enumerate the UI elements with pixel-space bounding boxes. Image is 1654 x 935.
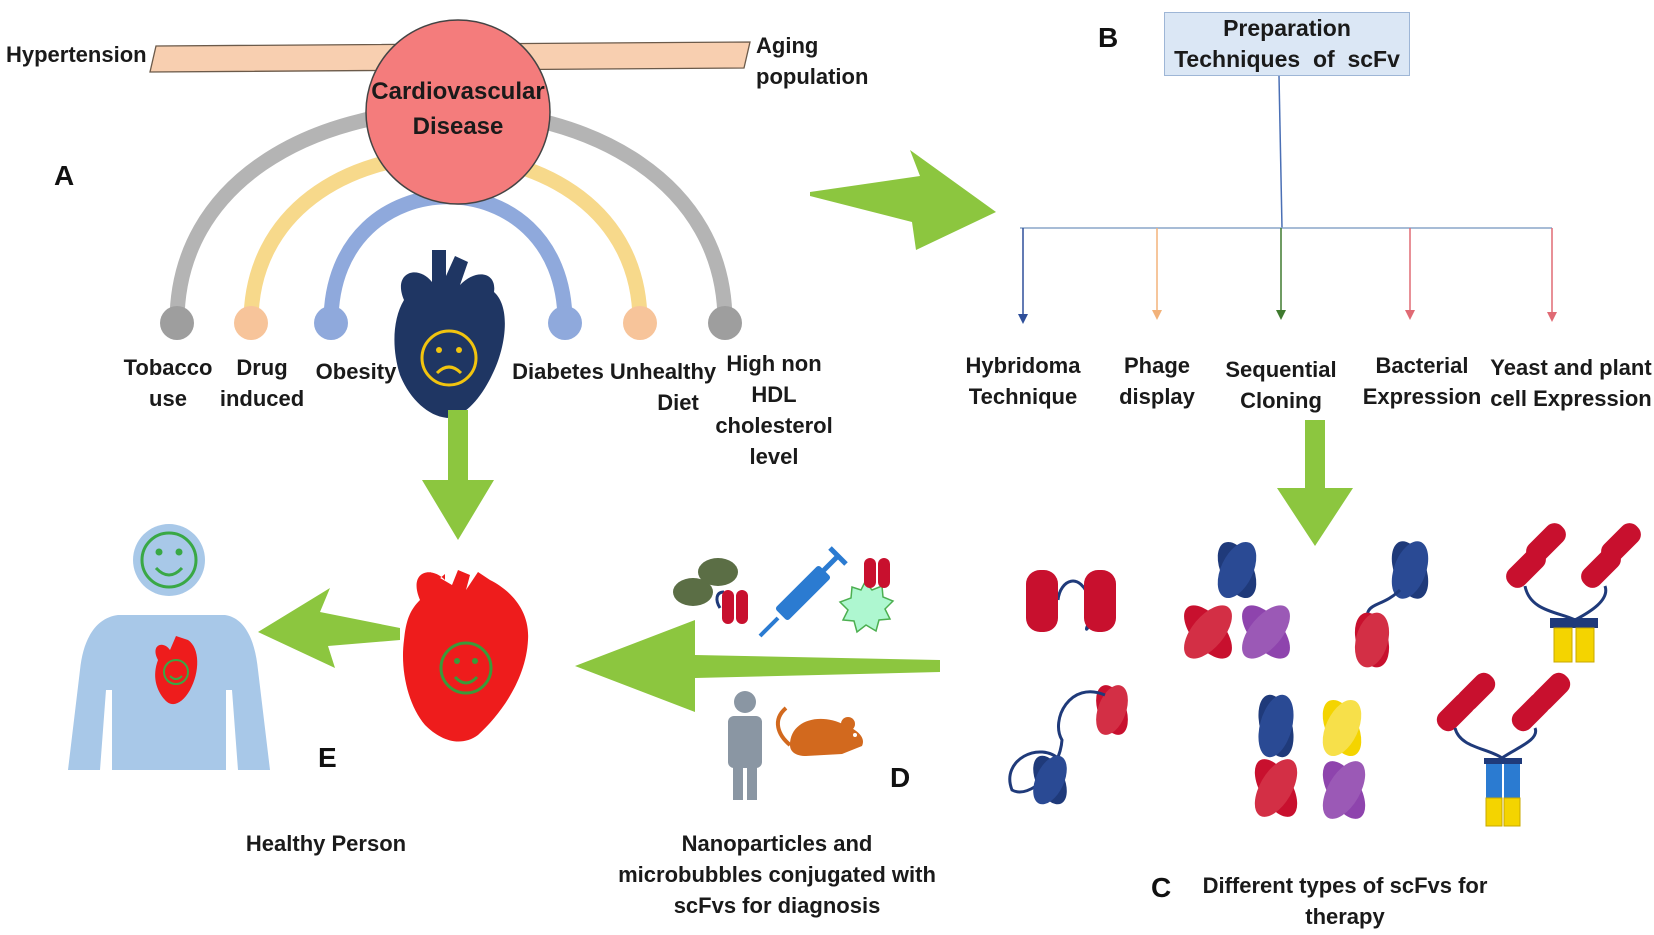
risk-factor-label-line-1: High non bbox=[726, 351, 822, 376]
diagnosis-caption-line-3: scFvs for diagnosis bbox=[673, 893, 881, 918]
risk-factor-drug: Drug induced bbox=[212, 352, 312, 414]
scfv-tandem bbox=[1354, 541, 1429, 668]
cardiovascular-disease-label: Cardiovascular Disease bbox=[368, 74, 548, 144]
arrow-a-to-b bbox=[810, 150, 996, 250]
technique-phage: Phage display bbox=[1107, 350, 1207, 412]
technique-label-line-1: Phage bbox=[1123, 353, 1191, 378]
therapy-caption: Different types of scFvs for therapy bbox=[1195, 870, 1495, 932]
cardiovascular-disease-node bbox=[365, 19, 551, 205]
healthy-person-icon bbox=[68, 524, 270, 770]
technique-tree bbox=[1018, 75, 1557, 324]
human-icon bbox=[728, 691, 762, 800]
node-diet bbox=[623, 306, 657, 340]
risk-factor-label-line-2: induced bbox=[219, 386, 305, 411]
aging-line-1: Aging bbox=[756, 33, 819, 58]
panel-label-c: C bbox=[1151, 872, 1172, 903]
technique-sequential: Sequential Cloning bbox=[1221, 354, 1341, 416]
scfv-tag-icon bbox=[715, 590, 748, 624]
node-drug bbox=[234, 306, 268, 340]
diagnosis-caption: Nanoparticles and microbubbles conjugate… bbox=[612, 828, 942, 921]
risk-factor-label-line-1: Tobacco bbox=[123, 355, 213, 380]
node-diabetes bbox=[548, 306, 582, 340]
process-arrows bbox=[258, 150, 1353, 712]
risk-factor-label-line-1: Drug bbox=[236, 355, 288, 380]
arrow-heart-to-person bbox=[258, 588, 400, 668]
aging-population-label: Aging population bbox=[756, 30, 868, 92]
technique-bacterial: Bacterial Expression bbox=[1360, 350, 1484, 412]
arrow-c-to-d bbox=[575, 620, 940, 712]
technique-label-line-1: Bacterial bbox=[1375, 353, 1469, 378]
nanoparticle-icon-2 bbox=[698, 558, 738, 586]
technique-label-line-2: Technique bbox=[968, 384, 1078, 409]
preparation-title: Preparation Techniques of scFv bbox=[1165, 13, 1409, 75]
technique-label-line-2: Cloning bbox=[1240, 388, 1322, 413]
scfv-formats bbox=[1008, 523, 1641, 827]
risk-factor-label-line-2: use bbox=[149, 386, 187, 411]
arrow-a-to-e bbox=[422, 410, 494, 540]
panel-label-d: D bbox=[890, 762, 911, 793]
risk-factor-diabetes: Diabetes bbox=[508, 356, 608, 387]
node-cholesterol bbox=[708, 306, 742, 340]
syringe-icon bbox=[758, 546, 848, 638]
healthy-person-caption: Healthy Person bbox=[245, 831, 407, 856]
technique-label-line-2: Expression bbox=[1362, 384, 1482, 409]
node-obesity bbox=[314, 306, 348, 340]
preparation-title-box: Preparation Techniques of scFv bbox=[1164, 12, 1410, 76]
preparation-title-line-2: Techniques of scFv bbox=[1174, 46, 1400, 72]
hypertension-label: Hypertension bbox=[6, 42, 147, 67]
technique-label-line-1: Yeast and plant bbox=[1490, 355, 1652, 380]
diagnosis-caption-line-2: microbubbles conjugated with bbox=[618, 862, 936, 887]
technique-label-line-2: cell Expression bbox=[1490, 386, 1652, 411]
scfv-trimer bbox=[1184, 541, 1290, 659]
risk-factor-label-line-1: Diabetes bbox=[512, 359, 604, 384]
risk-factor-obesity: Obesity bbox=[308, 356, 404, 387]
diagnosis-caption-line-1: Nanoparticles and bbox=[681, 831, 873, 856]
panel-label-b: B bbox=[1098, 22, 1119, 53]
cvd-line-1: Cardiovascular bbox=[371, 78, 545, 105]
risk-factor-diet: Unhealthy Diet bbox=[608, 356, 718, 418]
risk-factor-label-line-1: Unhealthy bbox=[609, 359, 717, 384]
aging-line-2: population bbox=[756, 64, 869, 89]
panel-label-e: E bbox=[318, 742, 337, 773]
technique-label-line-1: Hybridoma bbox=[965, 353, 1081, 378]
therapy-caption-line-2: therapy bbox=[1305, 904, 1385, 929]
healthy-heart-icon bbox=[402, 570, 529, 742]
scfv-fc-bispecific bbox=[1436, 672, 1571, 827]
technique-yeast-plant: Yeast and plant cell Expression bbox=[1490, 352, 1652, 414]
risk-factor-tobacco: Tobacco use bbox=[118, 352, 218, 414]
scfv-tandem-linker bbox=[1008, 685, 1128, 805]
risk-factor-label-line-1: Obesity bbox=[315, 359, 397, 384]
scfv-monomer bbox=[1026, 570, 1116, 632]
scfv-fc bbox=[1506, 523, 1641, 663]
risk-factor-label-line-2: Diet bbox=[657, 390, 699, 415]
risk-factor-label-line-3: cholesterol bbox=[715, 413, 833, 438]
panel-label-a: A bbox=[54, 160, 75, 191]
nanoparticle-icon bbox=[673, 578, 713, 606]
node-tobacco bbox=[160, 306, 194, 340]
scfv-tetramer bbox=[1254, 694, 1366, 819]
technique-label-line-1: Sequential bbox=[1225, 357, 1337, 382]
technique-label-line-2: display bbox=[1119, 384, 1195, 409]
sick-heart-icon bbox=[394, 250, 505, 418]
risk-factor-label-line-4: level bbox=[749, 444, 799, 469]
risk-factor-label-line-2: HDL bbox=[751, 382, 797, 407]
preparation-title-line-1: Preparation bbox=[1223, 15, 1351, 41]
arrow-b-to-c bbox=[1277, 420, 1353, 546]
mouse-icon bbox=[775, 706, 864, 756]
diagnosis-icons bbox=[673, 546, 895, 800]
risk-factor-cholesterol: High non HDL cholesterol level bbox=[714, 348, 834, 472]
therapy-caption-line-1: Different types of scFvs for bbox=[1202, 873, 1488, 898]
microbubble-icon bbox=[838, 558, 895, 634]
technique-hybridoma: Hybridoma Technique bbox=[963, 350, 1083, 412]
cvd-line-2: Disease bbox=[412, 113, 504, 140]
